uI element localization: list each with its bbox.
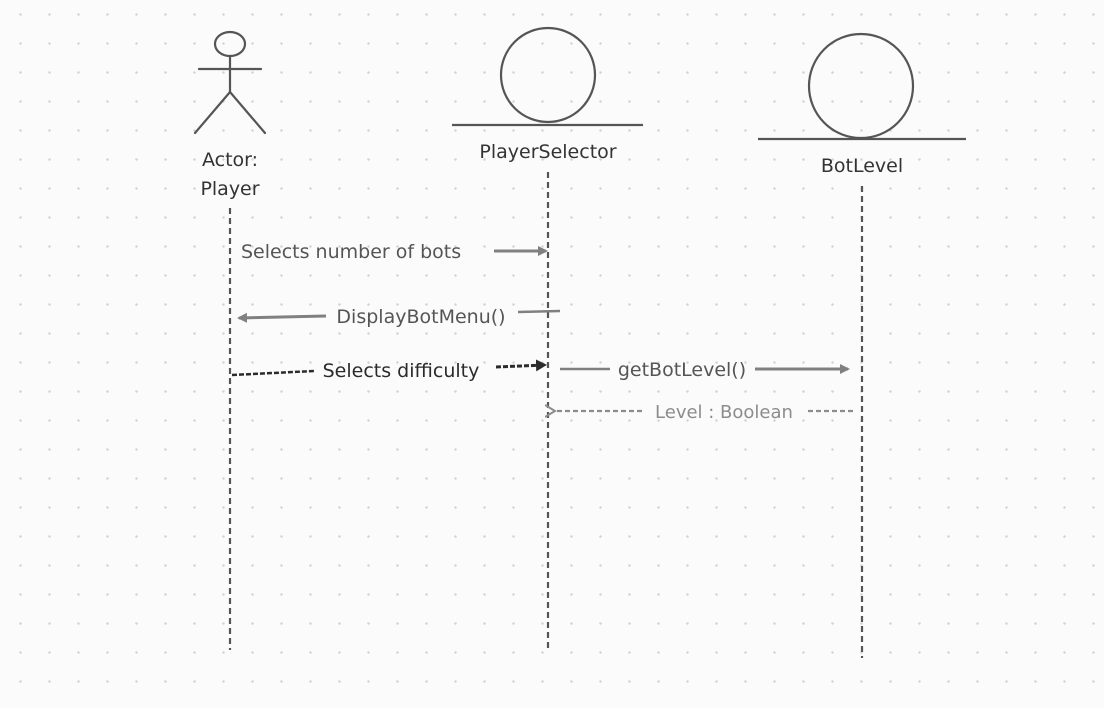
message-select-difficulty[interactable]: Selects difficulty — [231, 359, 547, 382]
message-line — [517, 309, 561, 314]
arrow-right-icon — [495, 359, 547, 372]
entity-icon — [452, 26, 643, 127]
actor-player[interactable]: Actor: Player — [193, 30, 267, 200]
arrow-left-icon — [237, 312, 327, 323]
message-label: Level : Boolean — [655, 402, 793, 423]
message-label: DisplayBotMenu() — [336, 306, 505, 328]
stick-figure-icon — [193, 30, 267, 135]
message-display-menu[interactable]: DisplayBotMenu() — [237, 306, 561, 328]
actor-label-line2: Player — [200, 178, 259, 200]
message-line — [231, 369, 315, 377]
message-label: Selects number of bots — [241, 241, 461, 263]
message-label: Selects difficulty — [323, 360, 480, 382]
message-level-return[interactable]: Level : Boolean — [553, 402, 853, 423]
message-label: getBotLevel() — [618, 359, 746, 381]
actor-label-line1: Actor: — [202, 149, 258, 171]
participant-player-selector[interactable]: PlayerSelector — [452, 26, 643, 163]
bot-level-label: BotLevel — [821, 155, 903, 177]
message-select-bots[interactable]: Selects number of bots — [241, 241, 548, 263]
entity-icon — [758, 32, 966, 141]
participant-bot-level[interactable]: BotLevel — [758, 32, 966, 177]
message-get-bot-level[interactable]: getBotLevel() — [560, 359, 850, 381]
player-selector-label: PlayerSelector — [479, 141, 616, 163]
